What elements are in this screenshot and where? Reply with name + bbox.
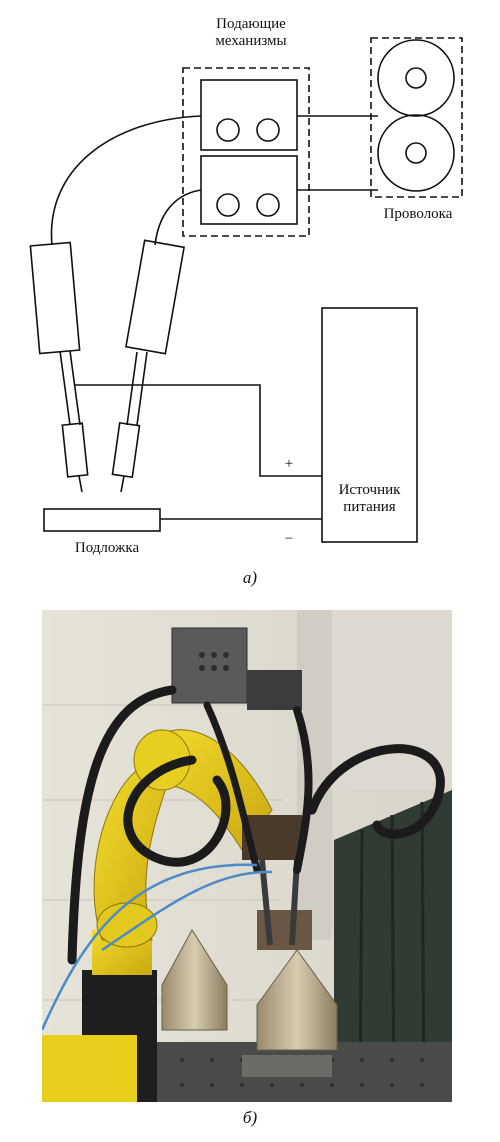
torch-left-neck: [59, 350, 81, 426]
positive-cable: [74, 384, 322, 477]
wire-spool-top: [377, 39, 455, 117]
wire-label: Проволока: [383, 206, 453, 222]
feeder-label-line2: механизмы: [215, 33, 287, 49]
feeder-enclosure: [182, 67, 310, 237]
feeder-vent-dots: [199, 652, 229, 671]
caption-a: а): [242, 568, 258, 587]
wire-spool-hub: [405, 67, 427, 89]
wire-enclosure: [370, 37, 463, 198]
feed-roller: [216, 193, 240, 217]
caption-b: б): [242, 1108, 258, 1127]
photo-hose-center: [203, 701, 261, 874]
yellow-cabinet: [42, 1035, 137, 1102]
feed-roller: [216, 118, 240, 142]
torch-right-body: [125, 239, 185, 355]
power-source-label: Источник питания: [322, 482, 417, 516]
schematic-diagram: [29, 37, 463, 543]
photo-torch-left: [259, 859, 273, 946]
photo-feeder-side: [247, 670, 302, 710]
photo-robot-welding-cell: [42, 610, 452, 1102]
hose-left: [50, 115, 202, 246]
wire-spool-bottom: [377, 114, 455, 192]
plus-sign: +: [284, 456, 294, 472]
photo-hose-left: [67, 685, 177, 965]
substrate-label: Подложка: [74, 540, 140, 556]
substrate-plate: [242, 1055, 332, 1077]
photo-torch-right: [289, 859, 300, 946]
photo-hose-arc: [307, 744, 445, 839]
feeder-label-line1: Подающие: [216, 16, 286, 32]
feed-roller: [256, 118, 280, 142]
photo-wire-feeder: [171, 627, 248, 704]
wire-spool-hub: [405, 142, 427, 164]
torch-left-wire: [78, 475, 83, 493]
torch-left-body: [29, 241, 81, 355]
torch-right-neck: [126, 351, 148, 426]
feeder-unit-bottom: [200, 155, 298, 225]
minus-sign: −: [284, 531, 294, 547]
power-label-line2: питания: [343, 499, 396, 515]
photo-hose-right: [293, 706, 313, 874]
hopper-right: [256, 949, 338, 1051]
torch-right-wire: [120, 475, 125, 493]
substrate: [43, 508, 161, 532]
hopper-left: [161, 929, 228, 1031]
hose-right: [154, 189, 202, 246]
photo-hose-loop: [123, 755, 231, 867]
feeder-unit-top: [200, 79, 298, 151]
torch-right-nozzle: [111, 421, 141, 479]
blue-cable-1: [42, 863, 258, 1031]
torch-left-nozzle: [61, 422, 89, 478]
wall-column: [297, 610, 331, 940]
blue-cable-2: [101, 870, 273, 952]
power-source-box: [321, 307, 418, 543]
feeder-label: Подающие механизмы: [196, 16, 306, 50]
feed-roller: [256, 193, 280, 217]
power-label-line1: Источник: [338, 482, 401, 498]
